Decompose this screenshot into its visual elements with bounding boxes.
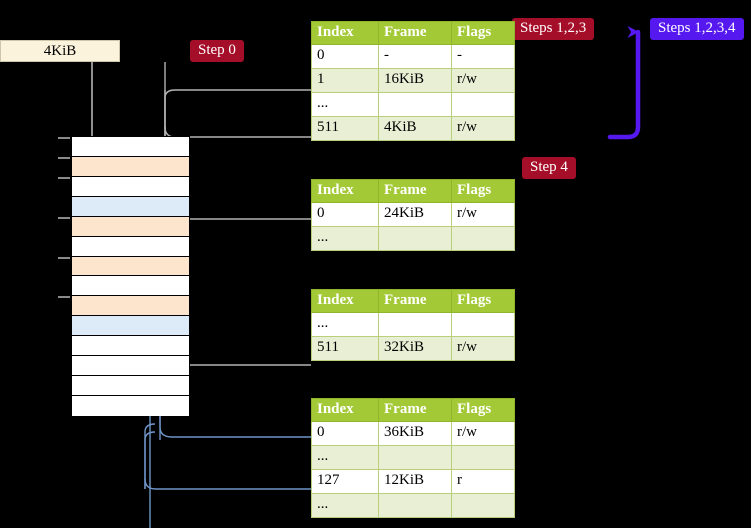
cell-flags: -	[451, 44, 515, 69]
memory-row-tick-4	[58, 216, 70, 219]
memory-row-5	[72, 236, 189, 257]
cell-frame: 24KiB	[378, 202, 452, 227]
column-header-frame: Frame	[378, 289, 452, 313]
cell-index: ...	[311, 445, 379, 470]
table-row: ...	[311, 92, 515, 117]
cell-index: ...	[311, 92, 379, 117]
cell-flags	[451, 92, 515, 117]
wire-table2-to-memory	[171, 308, 311, 366]
memory-row-tick-6	[58, 256, 70, 259]
column-header-frame: Frame	[378, 21, 452, 45]
memory-row-0	[72, 137, 189, 157]
wire-table1-to-memory	[177, 218, 311, 266]
cell-frame: 4KiB	[378, 116, 452, 141]
cell-flags	[451, 226, 515, 251]
steps-123-badge: Steps 1,2,3	[512, 18, 595, 40]
table-row: ...	[311, 226, 515, 251]
cell-flags: r/w	[451, 202, 515, 227]
column-header-index: Index	[311, 398, 379, 422]
memory-row-tick-1	[58, 156, 70, 159]
column-header-flags: Flags	[451, 21, 515, 45]
cell-frame: 16KiB	[378, 68, 452, 93]
cell-frame	[378, 445, 452, 470]
column-header-frame: Frame	[378, 398, 452, 422]
cell-index: ...	[311, 493, 379, 518]
step-4-badge: Step 4	[522, 157, 576, 179]
cell-flags	[451, 445, 515, 470]
memory-row-8	[72, 296, 189, 317]
cell-index: 511	[311, 336, 379, 361]
cell-index: 511	[311, 116, 379, 141]
column-header-index: Index	[311, 179, 379, 203]
cell-flags: r/w	[451, 336, 515, 361]
cell-index: 1	[311, 68, 379, 93]
column-header-flags: Flags	[451, 179, 515, 203]
memory-row-tick-8	[58, 296, 70, 299]
cell-index: 127	[311, 469, 379, 494]
cell-frame: -	[378, 44, 452, 69]
cell-frame	[378, 493, 452, 518]
cell-index: ...	[311, 226, 379, 251]
cell-flags	[451, 312, 515, 337]
table-row: ...	[311, 445, 515, 470]
memory-row-11	[72, 356, 189, 377]
cell-frame: 32KiB	[378, 336, 452, 361]
cell-flags	[451, 493, 515, 518]
column-header-flags: Flags	[451, 398, 515, 422]
memory-row-4	[72, 216, 189, 237]
physical-memory-column	[58, 136, 190, 416]
cell-frame: 36KiB	[378, 421, 452, 446]
cell-flags: r/w	[451, 421, 515, 446]
cell-frame: 12KiB	[378, 469, 452, 494]
column-header-index: Index	[311, 21, 379, 45]
column-header-index: Index	[311, 289, 379, 313]
cell-index: ...	[311, 312, 379, 337]
memory-row-1	[72, 156, 189, 177]
violet-bracket-arrow	[607, 26, 641, 140]
memory-row-2	[72, 176, 189, 197]
steps-1234-badge: Steps 1,2,3,4	[650, 18, 744, 40]
memory-row-6	[72, 256, 189, 277]
cell-frame	[378, 226, 452, 251]
memory-row-13	[72, 396, 189, 416]
cell-index: 0	[311, 44, 379, 69]
memory-row-10	[72, 336, 189, 357]
column-header-flags: Flags	[451, 289, 515, 313]
cell-flags: r/w	[451, 68, 515, 93]
table-row: ...	[311, 312, 515, 337]
frame-size-box: 4KiB	[0, 40, 120, 62]
cell-frame	[378, 92, 452, 117]
memory-row-9	[72, 316, 189, 337]
memory-row-tick-2	[58, 176, 70, 179]
step-0-badge: Step 0	[190, 40, 244, 62]
memory-row-tick-0	[58, 137, 70, 139]
column-header-frame: Frame	[378, 179, 452, 203]
cell-index: 0	[311, 421, 379, 446]
cell-flags: r	[451, 469, 515, 494]
table-row: ...	[311, 493, 515, 518]
memory-row-7	[72, 276, 189, 297]
cell-index: 0	[311, 202, 379, 227]
table-row: 0--	[311, 44, 515, 69]
memory-row-3	[72, 196, 189, 217]
memory-row-12	[72, 376, 189, 397]
cell-flags: r/w	[451, 116, 515, 141]
cell-frame	[378, 312, 452, 337]
